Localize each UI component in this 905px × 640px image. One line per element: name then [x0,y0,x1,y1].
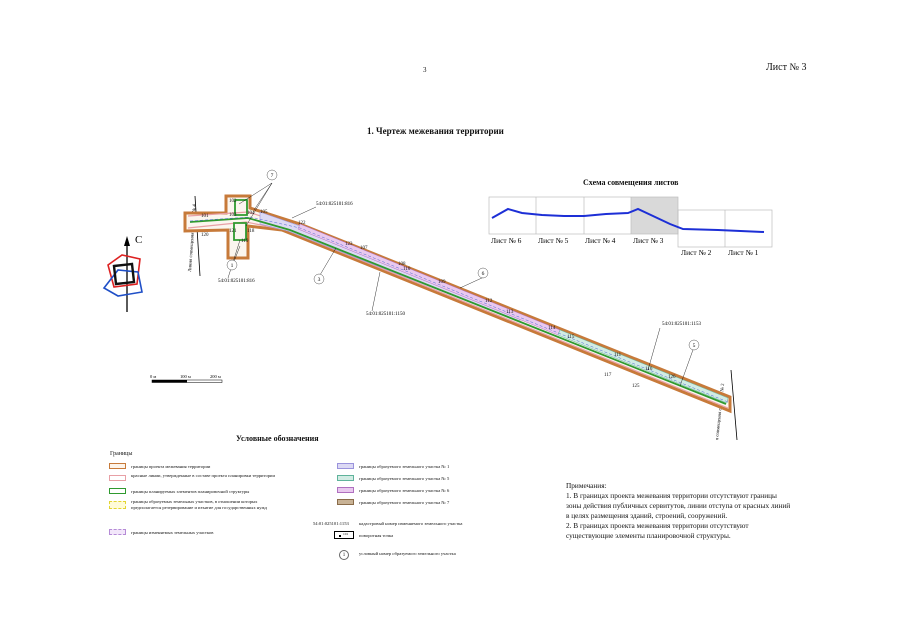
green-structure [233,199,248,241]
page-title: 1. Чертеж межевания территории [367,126,504,136]
point-label: 102 [229,199,237,204]
legend-swatch-structure [109,488,126,494]
plot-number: 3 [318,277,321,283]
point-label: 101 [201,214,209,219]
legend-borders-heading: Границы [110,451,133,457]
legend-circle-swatch: 1 [339,550,349,560]
point-label: 111 [614,353,622,358]
joint-label-left: Линия совмещения с листом № 4 [187,204,198,273]
point-label: 108 [398,262,406,267]
scale-bar: 0 м 100 м 200 м [150,374,223,383]
point-label: 107 [360,246,368,251]
plot-number: 1 [231,263,234,269]
point-label: 103 [229,213,237,218]
plot-number-circle [266,169,278,181]
legend-item: условный номер образуемого земельного уч… [359,551,456,556]
legend-swatch-plot-5 [337,475,354,481]
scheme-sheet-6: Лист № 6 [491,236,522,245]
point-label: 115 [567,335,575,340]
legend-cadastral-example: 54:01:025101:1153 [313,521,349,526]
north-arrow: С [102,234,143,312]
legend-swatch-plot-7 [337,499,354,505]
legend-swatch-project-border [109,463,126,469]
legend-swatch-red-lines [109,475,126,481]
point-label: 105 [260,210,268,215]
plot-number-circle [313,273,325,285]
survey-drawing: С Линия совмещения с листом № 4 Линия со… [102,169,738,440]
scheme-title: Схема совмещения листов [583,178,679,187]
point-label: 114 [548,326,556,331]
legend-item: кадастровый номер изменяемого земельного… [359,521,463,526]
project-border [183,194,732,414]
plot-6-area [297,223,561,336]
notes-heading: Примечания: [566,481,607,490]
legend-title: Условные обозначения [236,434,319,443]
point-label: 123 [345,242,353,247]
legend-item: границы образуемого земельного участка №… [359,464,450,469]
legend-item: границы образуемых земельных участков, в… [131,499,267,510]
plot-number: 7 [271,173,274,179]
legend-item: границы образуемого земельного участка №… [359,488,450,493]
point-label: 122 [298,221,306,226]
cadastral-label: 54:01:025101:1153 [662,322,701,327]
page-number: 3 [423,66,427,74]
point-label: 110 [403,267,411,272]
legend-swatch-changed-plots [109,529,126,535]
cadastral-label: 54:01:025101:1150 [366,312,405,317]
current-sheet-highlight [631,197,678,234]
point-label: 118 [247,229,255,234]
plot-5-area [557,329,729,404]
legend-item: границы образуемого земельного участка №… [359,500,450,505]
point-label: 120 [201,233,209,238]
sheet-label: Лист № 3 [766,62,807,73]
point-label: 116 [645,367,653,372]
compass-label: С [135,234,142,246]
point-label: 117 [604,373,612,378]
plot-number: 6 [482,271,485,277]
scale-label: 100 м [180,374,191,379]
legend-item: красные линии, утвержденные в составе пр… [131,473,275,478]
point-label: 126 [668,375,676,380]
point-label: 109 [438,280,446,285]
point-label: 121 [229,229,237,234]
point-label: 113 [506,310,514,315]
cadastral-label: 54:01:025101:816 [316,202,353,207]
scheme-sheet-1: Лист № 1 [728,248,759,257]
scheme-sheet-2: Лист № 2 [681,248,712,257]
legend-item: границы проекта межевания территории [131,464,211,469]
scheme-sheet-5: Лист № 5 [538,236,569,245]
point-label: 104 [247,211,255,216]
plot-number-circle [477,267,489,279]
plot-number: 5 [693,343,696,349]
point-label: 125 [632,384,640,389]
legend-swatch-plot-1 [337,463,354,469]
note-item: 2. В границах проекта межевания территор… [566,521,749,540]
cadastral-label: 54:01:025101:816 [218,279,255,284]
scale-label: 200 м [210,374,221,379]
note-item: 1. В границах проекта межевания территор… [566,491,791,520]
sheet-scheme: Лист № 6 Лист № 5 Лист № 4 Лист № 3 Лист… [488,196,773,257]
point-label: 119 [241,239,249,244]
legend-item: границы изменяемых земельных участков [131,530,214,535]
legend-item: границы планируемых элементов планировоч… [131,489,250,494]
scheme-sheet-3: Лист № 3 [633,236,664,245]
legend-swatch-reserve [109,501,126,509]
legend-item: поворотная точка [359,533,394,538]
notes: Примечания: 1. В границах проекта межева… [566,481,791,541]
legend-swatch-plot-6 [337,487,354,493]
scale-label: 0 м [150,374,156,379]
plot-number-circle [688,339,700,351]
plot-number-circle [226,259,238,271]
legend-point-swatch: 101 [334,531,354,539]
scheme-route-line [491,207,765,233]
point-label: 112 [485,299,493,304]
legend-item: границы образуемого земельного участка №… [359,476,450,481]
scheme-sheet-4: Лист № 4 [585,236,616,245]
